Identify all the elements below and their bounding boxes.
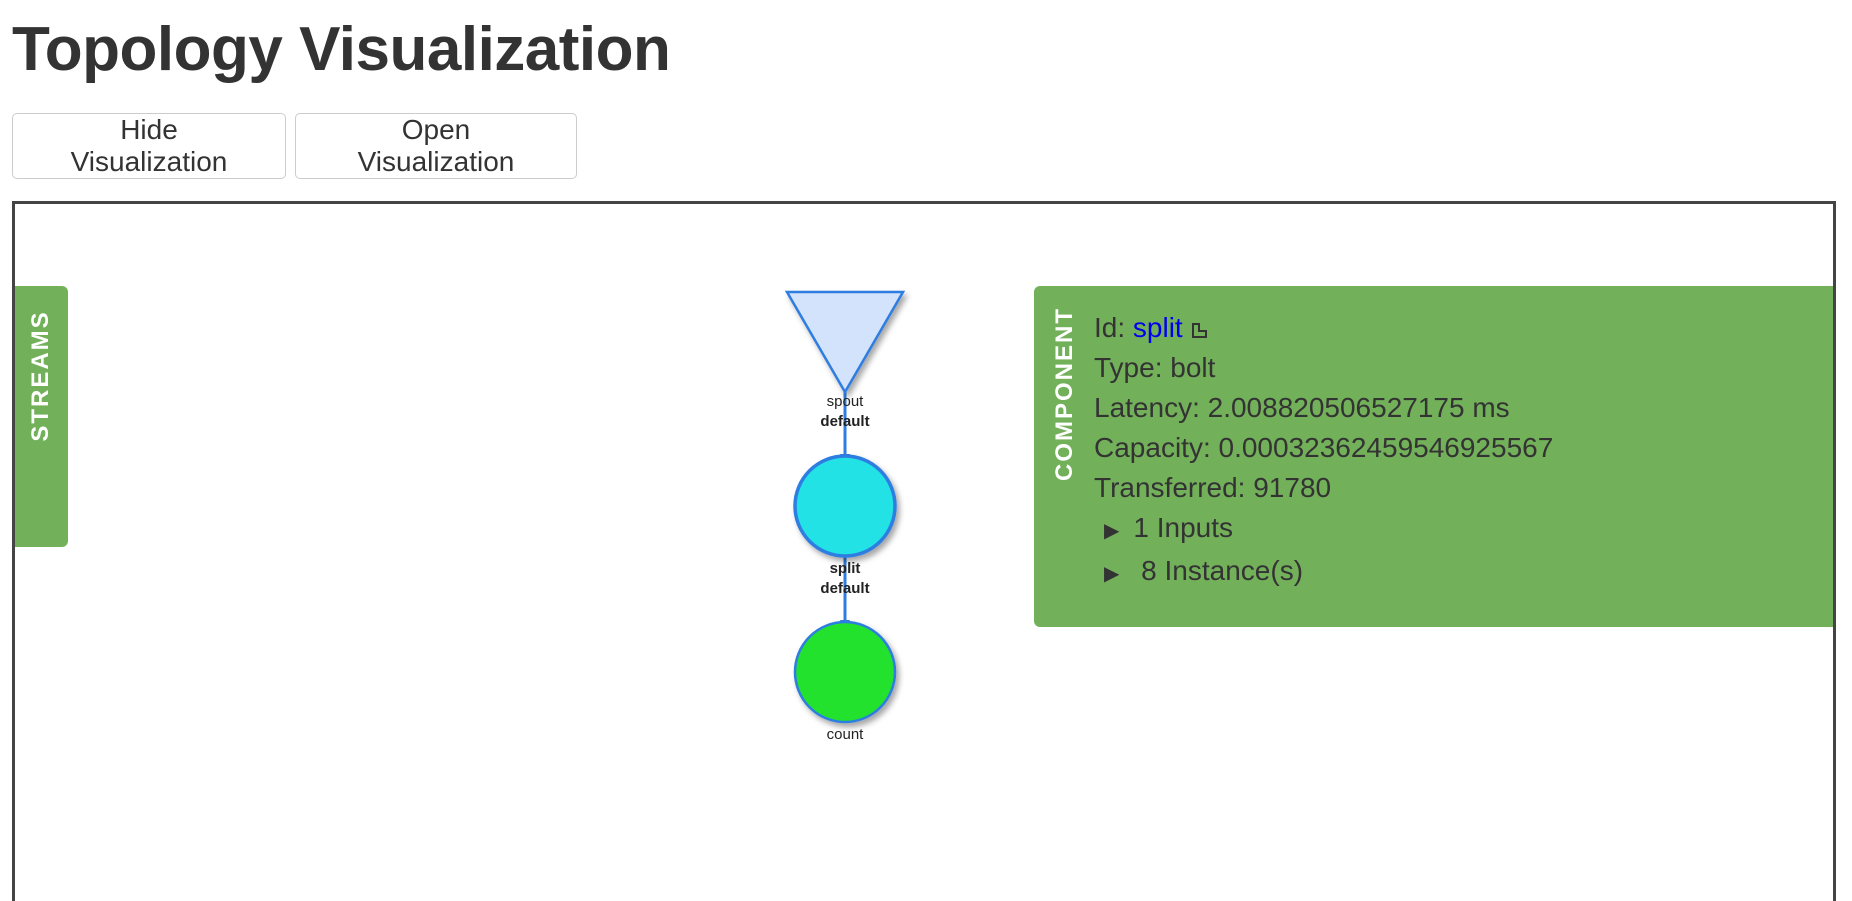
hide-visualization-button[interactable]: Hide Visualization <box>12 113 286 179</box>
component-capacity: Capacity: 0.00032362459546925567 <box>1094 432 1554 463</box>
open-visualization-button[interactable]: Open Visualization <box>295 113 577 179</box>
component-panel: COMPONENT Id: split Type: bolt Latency: … <box>1034 286 1833 627</box>
spout-node-label: spout <box>827 393 865 410</box>
inputs-expander[interactable]: ▶ 1 Inputs <box>1094 508 1553 551</box>
component-details: Id: split Type: bolt Latency: 2.00882050… <box>1094 308 1553 594</box>
inputs-label: 1 Inputs <box>1133 512 1234 543</box>
topology-graph[interactable]: spout default split default count <box>15 204 1015 901</box>
count-node[interactable] <box>793 620 897 724</box>
count-node-label: count <box>827 726 865 743</box>
component-id-link[interactable]: split <box>1132 312 1183 343</box>
page-title: Topology Visualization <box>12 15 671 84</box>
split-stream-label: default <box>820 580 869 597</box>
external-link-icon[interactable] <box>1191 323 1207 338</box>
visualization-toolbar: Hide Visualization Open Visualization <box>12 113 577 179</box>
instances-expander[interactable]: ▶ 8 Instance(s) <box>1094 551 1553 594</box>
split-node[interactable] <box>793 454 897 558</box>
component-type: Type: bolt <box>1094 352 1216 383</box>
component-id-row: Id: split <box>1094 308 1553 348</box>
instances-label: 8 Instance(s) <box>1141 555 1304 586</box>
visualization-canvas[interactable]: STREAMS spout default split default coun… <box>12 201 1836 901</box>
spout-stream-label: default <box>820 413 869 430</box>
caret-right-icon: ▶ <box>1104 563 1120 585</box>
component-id-label: Id: <box>1094 312 1133 343</box>
caret-right-icon: ▶ <box>1104 520 1120 542</box>
component-panel-label: COMPONENT <box>1051 307 1078 481</box>
spout-node[interactable] <box>784 290 906 395</box>
split-node-label: split <box>830 560 861 577</box>
component-latency: Latency: 2.008820506527175 ms <box>1094 392 1510 423</box>
streams-tab[interactable]: STREAMS <box>15 286 68 547</box>
component-transferred: Transferred: 91780 <box>1094 472 1332 503</box>
